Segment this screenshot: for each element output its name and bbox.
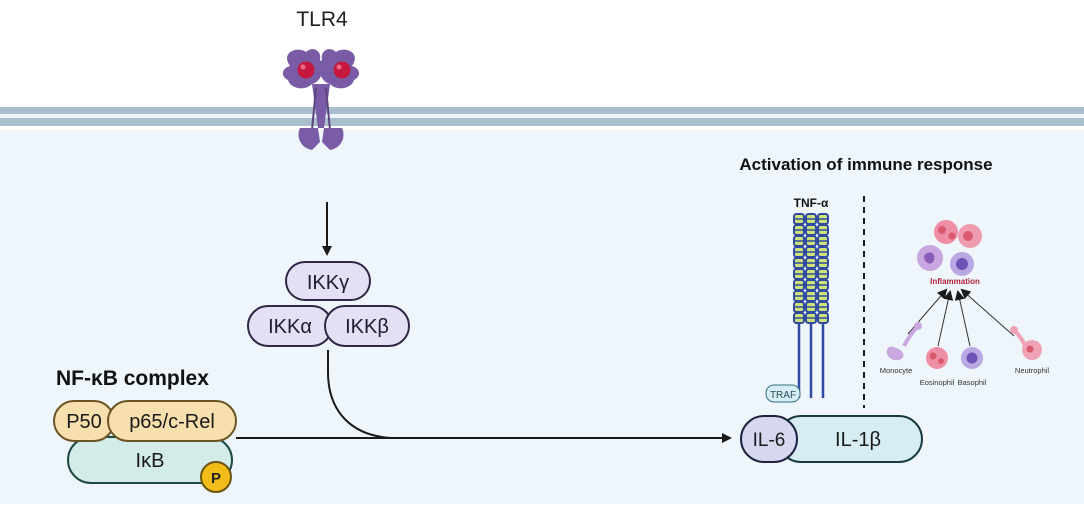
cell-membrane xyxy=(0,107,1084,126)
il6-label: IL-6 xyxy=(753,430,786,451)
monocyte-label: Monocyte xyxy=(880,366,913,375)
basophil-label: Basophil xyxy=(958,378,987,387)
tlr4-label: TLR4 xyxy=(296,8,348,31)
traf-label: TRAF xyxy=(770,390,796,401)
p50-label: P50 xyxy=(66,411,102,433)
neutrophil-icon xyxy=(1010,326,1042,360)
tnf-alpha-label: TNF-α xyxy=(794,196,829,210)
ikk-alpha-label: IKKα xyxy=(268,316,312,338)
ikk-gamma-box xyxy=(285,261,371,301)
ikk-beta-box xyxy=(324,305,410,347)
il6-box xyxy=(740,415,798,463)
tlr4-receptor-icon xyxy=(282,49,360,150)
eosinophil-icon xyxy=(926,347,948,369)
cytokine-group: IL-1β IL-6 xyxy=(740,415,923,463)
nfkb-complex-title: NF-κB complex xyxy=(56,367,209,390)
inflammation-cells-icon xyxy=(917,220,982,276)
basophil-icon xyxy=(961,347,983,369)
phosphate-label: P xyxy=(211,470,221,487)
nfkb-complex: IκB P50 p65/c-Rel P xyxy=(53,400,237,493)
ikk-to-pathway-curve xyxy=(327,350,393,439)
phosphate-icon xyxy=(200,461,232,493)
ikk-gamma-label: IKKγ xyxy=(307,272,349,294)
ikk-beta-label: IKKβ xyxy=(345,316,389,338)
p65-box xyxy=(107,400,237,442)
inflammation-label: Inflammation xyxy=(930,277,980,286)
monocyte-icon xyxy=(886,322,922,361)
traf-box xyxy=(765,384,801,403)
tnf-alpha-receptor-icon xyxy=(793,213,829,398)
p65-label: p65/c-Rel xyxy=(129,411,215,433)
neutrophil-label: Neutrophil xyxy=(1015,366,1050,375)
il1b-label: IL-1β xyxy=(835,429,881,451)
immune-response-title: Activation of immune response xyxy=(739,155,992,174)
eosinophil-label: Eosinophil xyxy=(920,378,955,387)
ikb-label: IκB xyxy=(136,450,165,472)
ikk-complex: IKKγ IKKα IKKβ xyxy=(247,261,410,347)
